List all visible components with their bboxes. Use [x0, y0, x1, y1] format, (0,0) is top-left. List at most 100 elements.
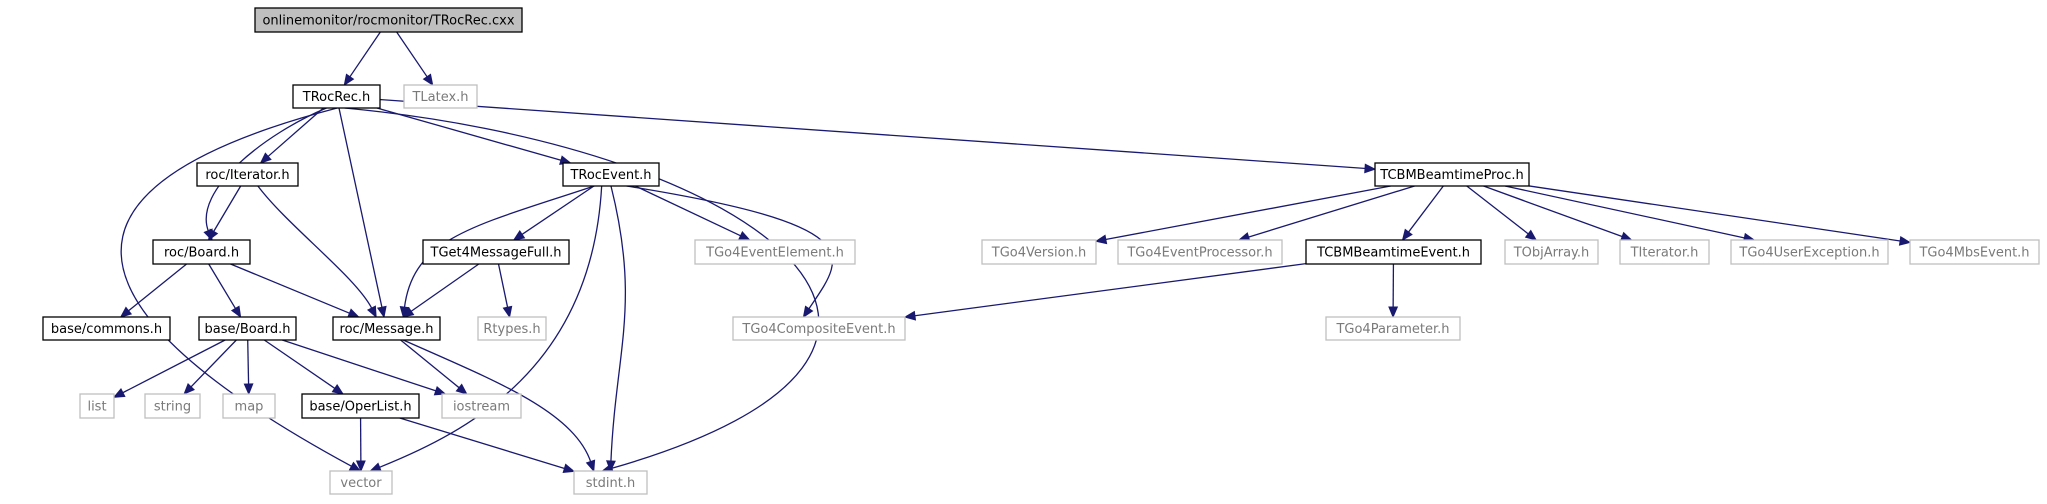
edge-line	[230, 263, 351, 315]
node-tgo4eventprocessor-h: TGo4EventProcessor.h	[1117, 239, 1283, 265]
edge-troceevent-h-to-stdint-h	[606, 185, 627, 473]
edge-line	[1247, 185, 1415, 238]
node-box	[1619, 239, 1710, 265]
node-tcbmbeamtimeproc-h[interactable]: TCBMBeamtimeProc.h	[1374, 162, 1530, 187]
edge-line	[1466, 185, 1530, 235]
node-box	[198, 316, 297, 341]
edge-line	[1504, 185, 1746, 239]
arrowhead-icon	[502, 305, 513, 319]
edge-roc-iterator-h-to-roc-message-h	[257, 185, 377, 319]
edge-tcbmbeamtimeproc-h-to-tobjarray-h	[1466, 185, 1538, 241]
node-box	[329, 470, 393, 495]
node-box	[292, 84, 381, 109]
node-tgo4userexception-h: TGo4UserException.h	[1730, 239, 1889, 265]
edge-roc-board-h-to-base-board-h	[208, 263, 242, 319]
arrowhead-icon	[230, 305, 242, 319]
node-base-board-h[interactable]: base/Board.h	[198, 316, 297, 341]
arrowhead-icon	[802, 305, 814, 319]
arrowhead-icon	[112, 388, 126, 398]
node-label: base/commons.h	[51, 322, 162, 337]
arrowhead-icon	[1898, 235, 1912, 246]
edge-line	[247, 339, 250, 386]
node-troceevent-h[interactable]: TRocEvent.h	[562, 162, 660, 187]
arrowhead-icon	[119, 306, 133, 318]
node-base-commons-h[interactable]: base/commons.h	[42, 316, 171, 341]
edge-line	[913, 263, 1307, 317]
edge-tcbmbeamtimeevent-h-to-tgo4parameter-h	[1388, 263, 1399, 319]
node-box	[222, 393, 276, 419]
edge-line	[1528, 185, 1902, 242]
node-tcbmbeamtimeevent-h[interactable]: TCBMBeamtimeEvent.h	[1305, 239, 1482, 265]
node-tobjarray-h: TObjArray.h	[1504, 239, 1599, 265]
edge-line	[348, 31, 381, 78]
edge-line	[266, 107, 324, 158]
node-box	[1504, 239, 1599, 265]
node-label: TGo4CompositeEvent.h	[741, 322, 895, 337]
edge-line	[400, 339, 461, 389]
arrowhead-icon	[1094, 234, 1108, 245]
edge-line	[189, 339, 237, 388]
edge-trocrec-cxx-to-tlatex-h	[396, 31, 434, 87]
edge-trocrec-h-to-tcbmbeamtimeproc-h	[379, 98, 1377, 174]
node-box	[562, 162, 660, 187]
node-trocrec-h[interactable]: TRocRec.h	[292, 84, 381, 109]
node-label: list	[87, 400, 106, 415]
node-roc-iterator-h[interactable]: roc/Iterator.h	[196, 162, 299, 187]
node-label: roc/Message.h	[340, 322, 434, 337]
node-box	[1325, 316, 1461, 341]
node-label: TRocRec.h	[302, 90, 370, 105]
arrowhead-icon	[183, 383, 195, 395]
node-box	[1374, 162, 1530, 187]
arrowhead-icon	[585, 459, 596, 473]
edge-trocrec-h-to-roc-iterator-h	[259, 107, 324, 164]
node-label: vector	[340, 476, 382, 491]
edge-base-board-h-to-string	[183, 339, 237, 395]
node-box	[1117, 239, 1283, 265]
edge-line	[263, 339, 336, 390]
node-box	[1305, 239, 1482, 265]
edge-roc-message-h-to-stdint-h	[402, 339, 596, 473]
edge-roc-message-h-to-iostream	[400, 339, 468, 395]
arrowhead-icon	[1620, 231, 1633, 242]
node-roc-message-h[interactable]: roc/Message.h	[332, 316, 441, 341]
node-box	[196, 162, 299, 187]
edge-line	[610, 185, 627, 463]
nodes-layer: onlinemonitor/rocmonitor/TRocRec.cxxTRoc…	[42, 7, 2040, 495]
edge-base-board-h-to-base-operlist-h	[263, 339, 345, 395]
node-label: onlinemonitor/rocmonitor/TRocRec.cxx	[262, 14, 514, 29]
node-label: Rtypes.h	[483, 322, 540, 337]
edge-line	[378, 185, 603, 469]
edge-tcbmbeamtimeevent-h-to-tgo4compositeevent-h	[903, 263, 1307, 321]
edges-layer	[112, 31, 1912, 473]
node-label: TGo4UserException.h	[1738, 246, 1879, 261]
node-roc-board-h[interactable]: roc/Board.h	[152, 239, 251, 265]
node-label: roc/Board.h	[164, 246, 239, 261]
edge-line	[212, 185, 242, 233]
node-box	[1909, 239, 2040, 265]
node-tlatex-h: TLatex.h	[403, 84, 478, 109]
node-label: base/OperList.h	[309, 400, 411, 415]
node-box	[981, 239, 1097, 265]
arrowhead-icon	[376, 305, 387, 319]
edge-base-board-h-to-map	[243, 339, 254, 396]
arrowhead-icon	[369, 462, 382, 472]
edge-line	[1104, 185, 1391, 241]
edge-tget4messagefull-h-to-roc-message-h	[401, 263, 480, 318]
node-label: map	[235, 400, 264, 415]
arrowhead-icon	[455, 383, 468, 395]
node-label: stdint.h	[586, 476, 635, 491]
arrowhead-icon	[347, 308, 360, 318]
edge-troceevent-h-to-tgo4eventelement-h	[635, 185, 751, 241]
edge-line	[208, 263, 237, 310]
node-box	[441, 393, 522, 419]
node-tget4messagefull-h[interactable]: TGet4MessageFull.h	[422, 239, 570, 265]
edge-tcbmbeamtimeproc-h-to-tcbmbeamtimeevent-h	[1401, 185, 1444, 242]
node-base-operlist-h[interactable]: base/OperList.h	[301, 393, 420, 419]
node-box	[403, 84, 478, 109]
edge-line	[1483, 185, 1624, 238]
node-box	[1730, 239, 1889, 265]
node-label: TGo4Parameter.h	[1335, 322, 1449, 337]
node-trocrec-cxx[interactable]: onlinemonitor/rocmonitor/TRocRec.cxx	[254, 7, 523, 33]
node-label: string	[154, 400, 191, 415]
edge-line	[127, 263, 188, 312]
